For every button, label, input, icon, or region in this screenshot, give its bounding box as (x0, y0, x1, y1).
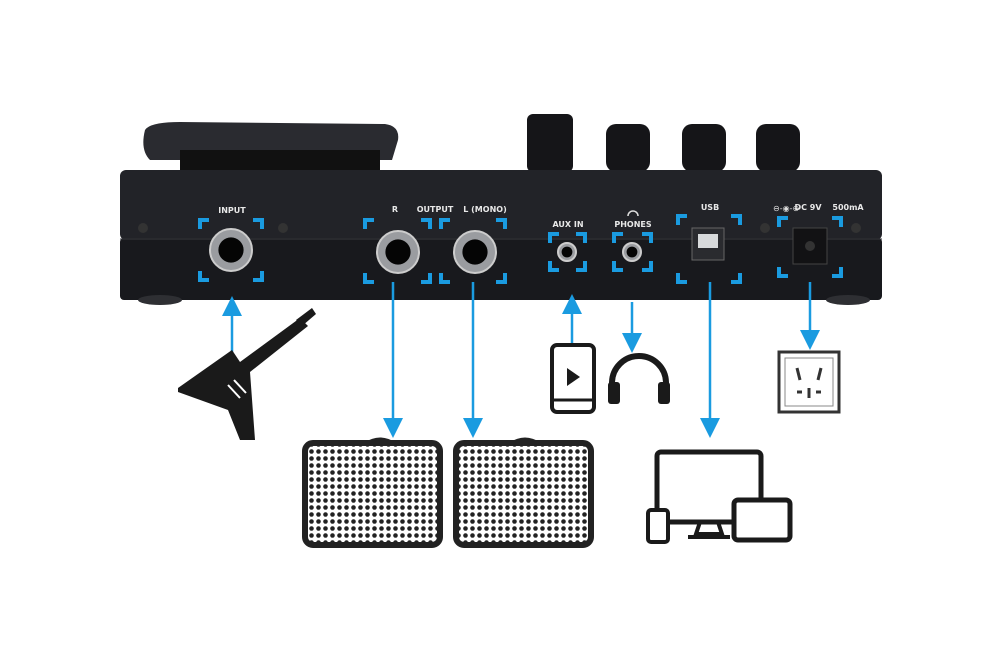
phones-jack[interactable] (612, 232, 653, 272)
tablet-icon (731, 497, 793, 543)
aux-in-label: AUX IN (552, 220, 583, 229)
usb-port[interactable] (676, 214, 742, 284)
highlight-bracket (363, 218, 432, 284)
screw-icon (138, 223, 148, 233)
headphones-icon (608, 353, 670, 404)
knob (527, 114, 573, 172)
aux-in-jack[interactable] (548, 232, 587, 272)
highlight-bracket (548, 232, 587, 272)
foot (138, 295, 182, 305)
highlight-bracket (612, 232, 653, 272)
screw-icon (278, 223, 288, 233)
screw-icon (760, 223, 770, 233)
highlight-bracket (676, 214, 742, 284)
play-icon (567, 368, 580, 386)
dc-jack[interactable] (777, 216, 843, 278)
monitor-icon (654, 449, 764, 525)
highlight-bracket (439, 218, 507, 284)
screw-icon (851, 223, 861, 233)
highlight-bracket (198, 218, 264, 282)
guitar-icon (178, 308, 316, 440)
knob (606, 124, 650, 172)
knob (682, 124, 726, 172)
amplifier-icon (453, 437, 594, 548)
output-label: OUTPUT (417, 205, 454, 214)
arrows (222, 282, 820, 438)
dc-label: DC 9V (794, 203, 822, 212)
input-label: INPUT (218, 206, 246, 215)
phones-label: PHONES (614, 220, 652, 229)
output-l-label: L (MONO) (463, 205, 506, 214)
highlight-bracket (777, 216, 843, 278)
expression-pedal (143, 122, 399, 172)
power-outlet-icon (777, 350, 841, 414)
knob (756, 124, 800, 172)
foot (826, 295, 870, 305)
input-jack[interactable] (198, 218, 264, 282)
current-label: 500mA (832, 203, 864, 212)
output-r-label: R (392, 205, 398, 214)
output-r-jack[interactable] (363, 218, 432, 284)
headphone-small-icon (627, 210, 639, 217)
computer-tablet-phone-icon (646, 449, 793, 544)
dc-polarity-icon: ⊖-◉-⊕ (773, 204, 799, 213)
knobs (527, 114, 800, 172)
output-l-jack[interactable] (439, 218, 507, 284)
phone-icon (646, 508, 670, 544)
smartphone-icon (550, 343, 596, 414)
amplifier-icon (302, 437, 443, 548)
usb-label: USB (701, 203, 719, 212)
